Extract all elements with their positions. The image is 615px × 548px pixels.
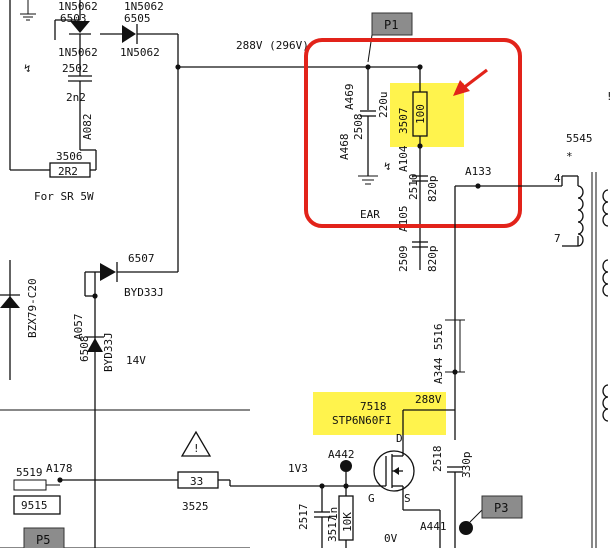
resistor-3506	[40, 149, 97, 178]
zener-part-label: BZX79-C20	[26, 278, 39, 338]
v0-label: 0V	[384, 532, 398, 545]
a105-label: A105	[397, 206, 410, 233]
c2517-ref-label: 2517	[297, 504, 310, 531]
ear-label: EAR	[360, 208, 380, 221]
a442-label: A442	[328, 448, 355, 461]
r3525-val-label: 33	[190, 475, 203, 488]
resistor-3525	[60, 471, 231, 489]
lightning-mark-left: ↯	[24, 62, 31, 75]
l5516-label: 5516	[432, 324, 445, 351]
diode-6508	[86, 336, 104, 352]
resistor-3507	[412, 67, 428, 270]
for-sr-label: For SR 5W	[34, 190, 94, 203]
capacitor-2518	[447, 466, 463, 548]
diode-6505	[100, 24, 181, 272]
zener-diode	[0, 260, 20, 380]
probe-tag-p1: P1	[367, 12, 413, 63]
test-point-a442	[340, 460, 352, 486]
a082-label: A082	[81, 114, 94, 141]
r3525-ref-label: 3525	[182, 500, 209, 513]
r3517-ref-label: 3517	[326, 516, 339, 543]
capacitor-2510	[412, 175, 428, 182]
r3507-val-label: 100	[414, 104, 427, 124]
diode-6503	[54, 0, 91, 40]
p1-tag-label: P1	[384, 18, 398, 32]
r3517-val-label: 10K	[341, 512, 354, 532]
d6503-part-label: 1N5062	[58, 46, 98, 59]
a057-label: A057	[72, 314, 85, 341]
c2509-val-label: 820p	[426, 246, 439, 273]
p5-tag-label: P5	[36, 533, 50, 547]
capacitor-2508	[358, 110, 378, 185]
v1v3-label: 1V3	[288, 462, 308, 475]
mosfet-7518	[366, 410, 415, 510]
a468-label: A468	[338, 134, 351, 161]
c2502-ref-label: 2502	[62, 62, 89, 75]
probe-tag-p5: P5	[23, 527, 65, 548]
coil-5519	[13, 479, 60, 491]
ground-symbol-top-left	[20, 0, 36, 21]
d6505-top-label: 1N5062	[124, 0, 164, 13]
diode-6507	[100, 262, 178, 282]
a344-label: A344	[432, 357, 445, 384]
lightning-mark-a104: ↯	[384, 160, 391, 173]
probe-tag-p3: P3	[459, 495, 523, 535]
c2517-val-label: 1n	[327, 507, 340, 520]
d6507-ref-label: 6507	[128, 252, 155, 265]
p3-tag-label: P3	[494, 501, 508, 515]
pin7-label: 7	[554, 232, 561, 245]
r3507-ref-label: 3507	[397, 108, 410, 135]
d6508-part-label: BYD33J	[102, 332, 115, 372]
capacitor-2502	[68, 40, 92, 150]
c2502-val-label: 2n2	[66, 91, 86, 104]
a104-label: A104	[397, 145, 410, 172]
pin4-label: 4	[554, 172, 561, 185]
red-callout-box	[304, 38, 522, 228]
d6505-part-label: 1N5062	[120, 46, 160, 59]
l9515-label: 9515	[21, 499, 48, 512]
l5519-label: 5519	[16, 466, 43, 479]
c2509-ref-label: 2509	[397, 246, 410, 273]
rail-288v-label: 288V (296V)	[236, 39, 309, 52]
pin-d-label: D	[396, 432, 403, 445]
r3506-ref-label: 3506	[56, 150, 83, 163]
d6503-ref-label: 6503	[60, 12, 87, 25]
d6503-top-label: 1N5062	[58, 0, 98, 13]
c2518-ref-label: 2518	[431, 446, 444, 473]
a133-label: A133	[465, 165, 492, 178]
highlight-7518	[313, 392, 446, 435]
a441-label: A441	[420, 520, 447, 533]
a178-label: A178	[46, 462, 73, 475]
block-9515: 9515	[13, 495, 61, 515]
resistor-3517	[338, 486, 354, 548]
warning-triangle: !	[180, 430, 212, 457]
q7518-ref-label: 7518	[360, 400, 387, 413]
d6505-ref-label: 6505	[124, 12, 151, 25]
q7518-part-label: STP6N60FI	[332, 414, 392, 427]
c2510-ref-label: 2510	[407, 174, 420, 201]
capacitor-2517	[314, 486, 330, 548]
c2508-ref-label: 2508	[352, 114, 365, 141]
t5545-star: *	[566, 150, 573, 163]
c2508-val-label: 220u	[377, 92, 390, 119]
warn-mark-right: !	[606, 90, 613, 103]
v14-label: 14V	[126, 354, 146, 367]
capacitor-2509	[412, 241, 428, 248]
pin-g-label: G	[368, 492, 375, 505]
red-arrow	[453, 68, 488, 96]
v288-drain-label: 288V	[415, 393, 442, 406]
pin-s-label: S	[404, 492, 411, 505]
warning-triangle-mark: !	[193, 442, 200, 455]
transformer-5545	[561, 172, 609, 548]
d6508-ref-label: 6508	[78, 336, 91, 363]
c2518-val-label: 330p	[460, 452, 473, 479]
d6507-part-label: BYD33J	[124, 286, 164, 299]
a469-label: A469	[343, 84, 356, 111]
r3506-val-label: 2R2	[58, 165, 78, 178]
t5545-ref-label: 5545	[566, 132, 593, 145]
c2510-val-label: 820p	[426, 176, 439, 203]
